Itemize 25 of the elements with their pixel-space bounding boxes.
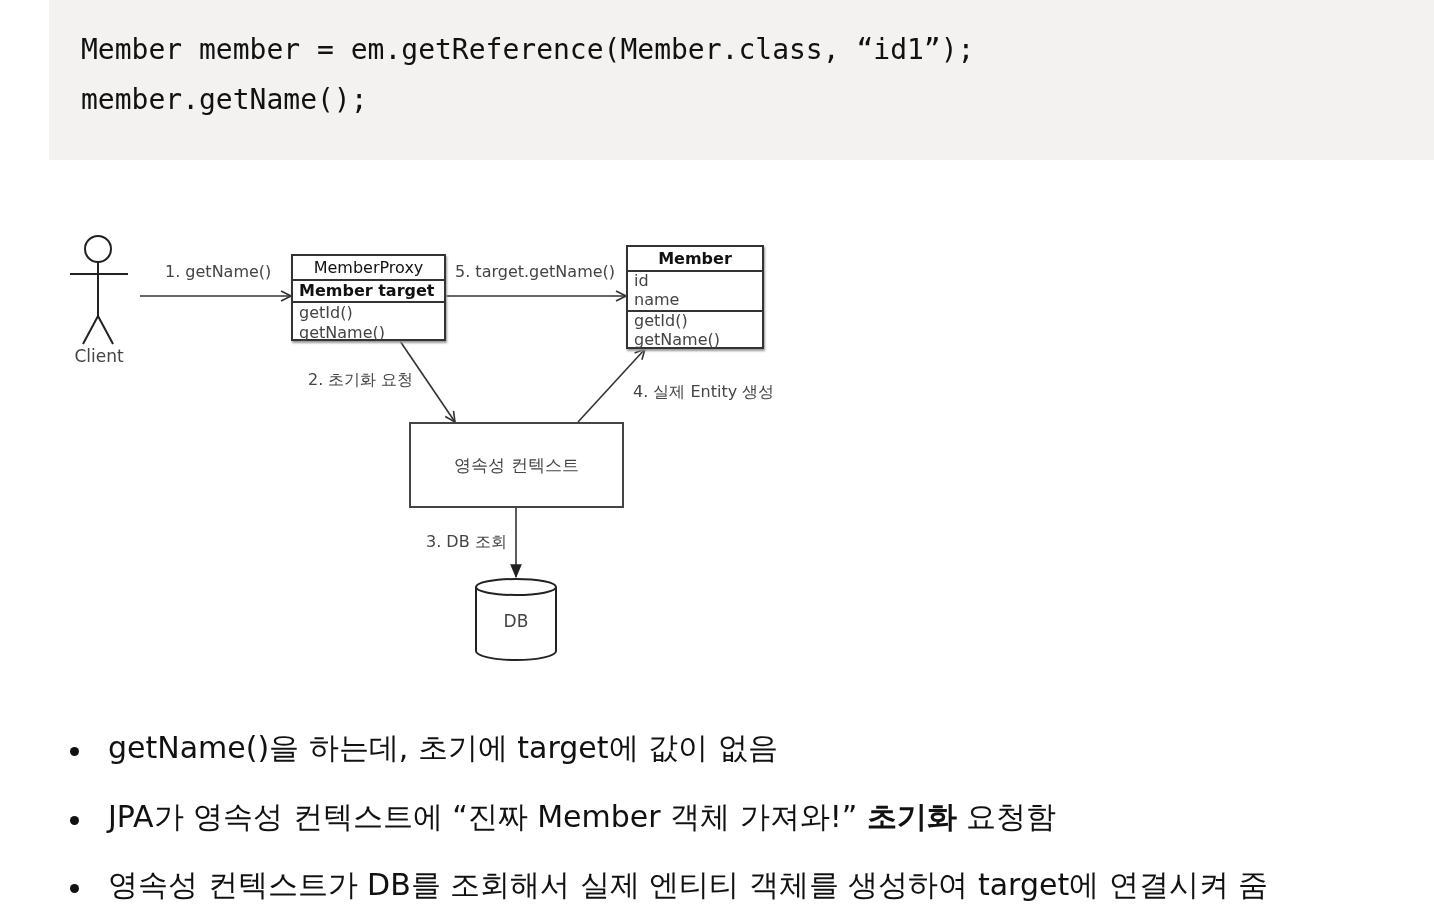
code-line: member.getName(); [81, 83, 368, 116]
class-box [626, 245, 764, 349]
class-name: MemberProxy [312, 257, 425, 279]
bullet-text: 영속성 컨텍스트가 DB를 조회해서 실제 엔티티 객체를 생성하여 target에 연결시켜 줌 [108, 866, 1269, 904]
method-text: getId() [628, 310, 762, 330]
bullet-text: getName()을 하는데, 초기에 target에 값이 없음 [108, 729, 778, 767]
field-text: id [628, 270, 762, 290]
process-box [409, 422, 624, 508]
code-line: Member member = em.getReference(Member.class, “id1”); [81, 33, 975, 66]
field-text: Member target [293, 279, 444, 301]
arrow [577, 348, 646, 423]
actor-label: Client [73, 346, 125, 366]
box-label: 영속성 컨텍스트 [454, 453, 579, 477]
arrow [510, 507, 522, 579]
class-box [291, 254, 446, 341]
arrow [139, 290, 292, 302]
db-label: DB [502, 611, 530, 631]
field-text: name [633, 290, 681, 310]
method-text: getName() [633, 330, 721, 350]
arrow [445, 290, 627, 302]
bullet-text: JPA가 영속성 컨텍스트에 “진짜 Member 객체 가져와!” 초기화 요청함 [108, 798, 1057, 836]
method-text: getName() [298, 322, 386, 343]
class-name: Member [657, 248, 733, 270]
arrow [399, 340, 456, 423]
method-text: getId() [293, 301, 444, 322]
